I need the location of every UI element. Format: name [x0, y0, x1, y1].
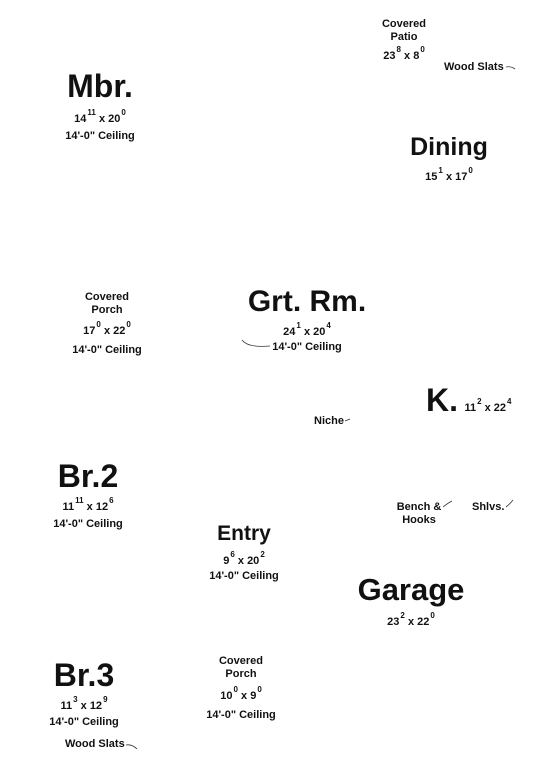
leader-shelves	[505, 499, 514, 508]
room-name: Dining	[410, 133, 488, 161]
leader-wood-slats-bottom	[125, 744, 138, 750]
room-name-line2: Porch	[225, 668, 257, 680]
room-entry: Entry 96 x 202 14'-0" Ceiling	[204, 523, 284, 582]
room-dimensions: 113 x 129	[60, 695, 108, 712]
room-name: Entry	[217, 522, 271, 545]
room-name-line2: Porch	[91, 304, 123, 316]
room-name: Br.3	[53, 657, 115, 693]
note-wood-slats-top: Wood Slats	[444, 61, 504, 73]
room-name-line2: Patio	[390, 31, 418, 43]
room-name: Grt. Rm.	[247, 285, 367, 318]
room-dimensions: 1411 x 200	[74, 108, 126, 125]
note-shelves: Shlvs.	[472, 501, 505, 513]
leader-niche	[344, 418, 351, 422]
room-garage: Garage 232 x 220	[348, 574, 474, 629]
room-dimensions: 112 x 224	[464, 397, 512, 414]
room-ceiling: 14'-0" Ceiling	[272, 341, 342, 353]
room-name: K.	[426, 382, 458, 418]
room-name-line1: Covered	[218, 655, 264, 667]
room-ceiling: 14'-0" Ceiling	[53, 518, 123, 530]
room-dimensions: 151 x 170	[425, 166, 473, 183]
room-ceiling: 14'-0" Ceiling	[209, 570, 279, 582]
room-ceiling: 14'-0" Ceiling	[49, 716, 119, 728]
note-wood-slats-bottom: Wood Slats	[65, 738, 125, 750]
room-name-line1: Covered	[381, 18, 427, 30]
room-name-line1: Covered	[84, 291, 130, 303]
room-name: Br.2	[57, 458, 119, 494]
room-covered-porch-front: Covered Porch 100 x 90 14'-0" Ceiling	[201, 655, 281, 721]
room-name: Garage	[357, 572, 465, 607]
leader-wood-slats-top	[505, 66, 516, 70]
note-bench-line1: Bench &	[396, 501, 442, 513]
room-ceiling: 14'-0" Ceiling	[65, 130, 135, 142]
room-ceiling: 14'-0" Ceiling	[206, 709, 276, 721]
room-dimensions: 96 x 202	[223, 550, 265, 567]
room-dimensions: 238 x 80	[383, 45, 425, 62]
room-great-room: Grt. Rm. 241 x 204 14'-0" Ceiling	[232, 287, 382, 353]
room-bedroom-3: Br.3 113 x 129 14'-0" Ceiling	[44, 659, 124, 728]
room-covered-patio: Covered Patio 238 x 80	[372, 18, 436, 63]
room-master-bedroom: Mbr. 1411 x 200 14'-0" Ceiling	[58, 70, 142, 142]
room-dimensions: 232 x 220	[387, 611, 435, 628]
note-bench-line2: Hooks	[402, 514, 436, 526]
room-dimensions: 241 x 204	[283, 321, 331, 338]
room-covered-porch-left: Covered Porch 170 x 220 14'-0" Ceiling	[62, 291, 152, 356]
room-kitchen: K. 112 x 224	[426, 384, 538, 416]
room-dimensions: 170 x 220	[83, 320, 131, 337]
note-niche: Niche	[314, 415, 344, 427]
room-dimensions: 1111 x 126	[62, 496, 114, 513]
note-bench-hooks: Bench & Hooks	[392, 501, 446, 527]
room-ceiling: 14'-0" Ceiling	[72, 344, 142, 356]
room-name: Mbr.	[67, 68, 133, 104]
room-bedroom-2: Br.2 1111 x 126 14'-0" Ceiling	[48, 460, 128, 530]
room-dining: Dining 151 x 170	[403, 135, 495, 184]
room-dimensions: 100 x 90	[220, 685, 262, 702]
